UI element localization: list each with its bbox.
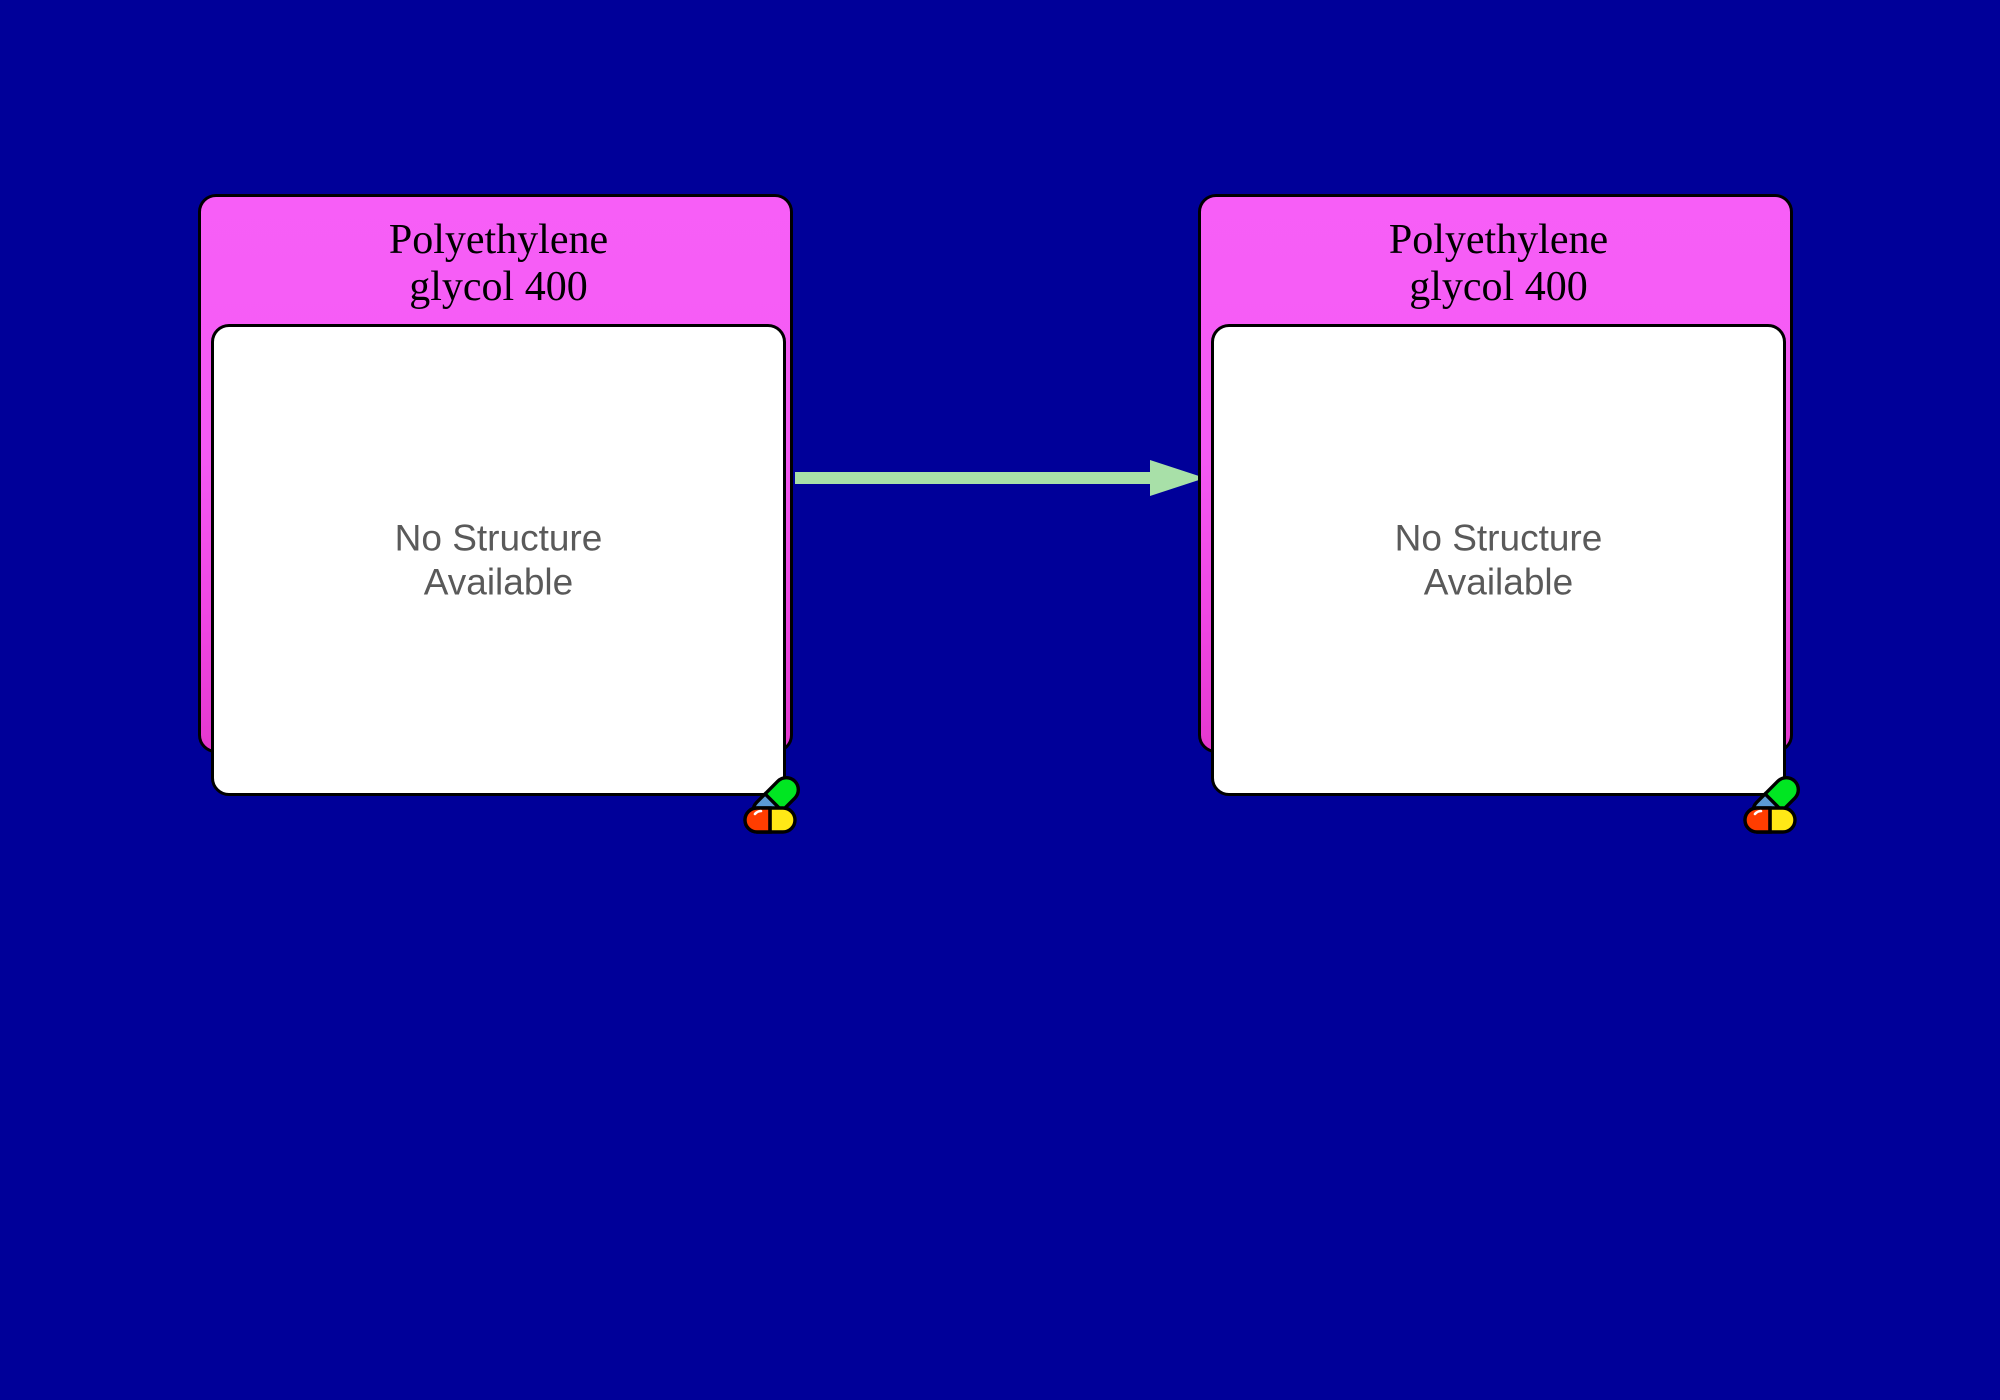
structure-placeholder-text: No Structure Available — [394, 517, 603, 602]
node-title: Polyethylene glycol 400 — [388, 217, 609, 311]
edge-arrow-node1-to-node2[interactable] — [795, 450, 1215, 510]
node-structure-card[interactable]: No Structure Available — [1211, 324, 1801, 834]
arrow-shape — [795, 460, 1205, 496]
node-structure-card[interactable]: No Structure Available — [211, 324, 801, 834]
node-group-1[interactable]: Polyethylene glycol 400 No Structure Ava… — [198, 194, 808, 834]
node-group-2[interactable]: Polyethylene glycol 400 No Structure Ava… — [1198, 194, 1808, 834]
capsule-pill-icon[interactable] — [1735, 765, 1805, 835]
node-title: Polyethylene glycol 400 — [1388, 217, 1609, 311]
capsule-pill-icon[interactable] — [735, 765, 805, 835]
structure-placeholder-text: No Structure Available — [1394, 517, 1603, 602]
